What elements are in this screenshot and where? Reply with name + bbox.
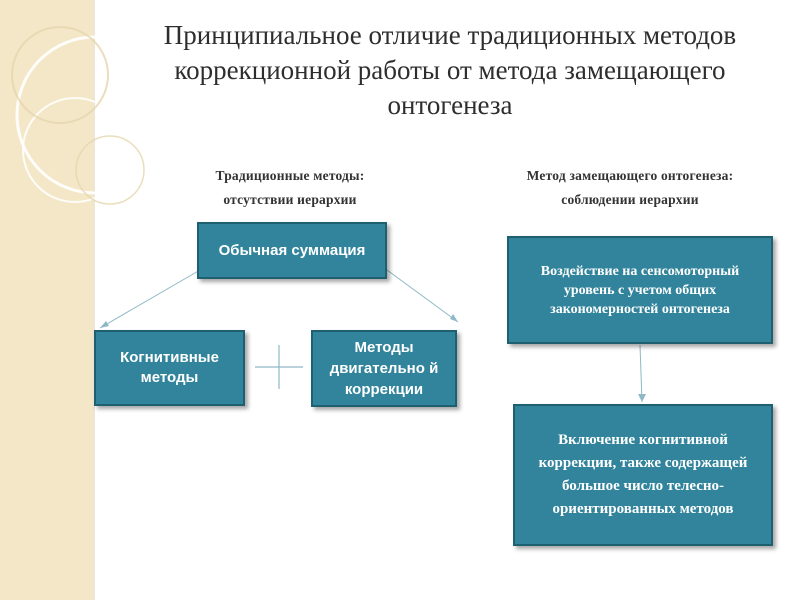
box-sensorimotor-impact-label: Воздействие на сенсомоторный уровень с у… <box>540 263 740 317</box>
decorative-side-band <box>0 0 92 600</box>
decorative-band-edge <box>92 0 95 600</box>
box-cognitive-inclusion-label: Включение когнитивной коррекции, также с… <box>538 432 748 517</box>
right-column-heading: Метод замещающего онтогенеза: соблюдении… <box>480 168 780 208</box>
arrowhead-cognitive <box>100 321 109 328</box>
left-heading-line2: отсутствии иерархии <box>223 192 357 207</box>
box-motor-correction: Методы двигательно й коррекции <box>311 330 457 407</box>
arrowhead-inclusion <box>638 394 646 402</box>
box-ordinary-summation: Обычная суммация <box>197 222 387 279</box>
box-cognitive-methods-label: Когнитивные методы <box>120 349 219 386</box>
arrow-to-cognitive <box>99 269 201 329</box>
arrowhead-motor <box>450 314 458 322</box>
box-cognitive-inclusion: Включение когнитивной коррекции, также с… <box>513 404 773 546</box>
left-heading-line1: Традиционные методы: <box>215 168 365 183</box>
box-cognitive-methods: Когнитивные методы <box>94 330 245 406</box>
arrow-to-cognitive-inclusion <box>639 344 643 403</box>
left-column-heading: Традиционные методы: отсутствии иерархии <box>185 168 395 208</box>
right-heading-line2: соблюдении иерархии <box>561 192 699 207</box>
decorative-rings <box>11 26 175 205</box>
box-ordinary-summation-label: Обычная суммация <box>218 241 366 259</box>
slide-title: Принципиальное отличие традиционных мето… <box>163 20 737 120</box>
box-motor-correction-label: Методы двигательно й коррекции <box>329 339 439 398</box>
right-heading-line1: Метод замещающего онтогенеза: <box>526 168 734 183</box>
arrow-to-motor <box>386 269 459 323</box>
box-sensorimotor-impact: Воздействие на сенсомоторный уровень с у… <box>507 236 773 344</box>
